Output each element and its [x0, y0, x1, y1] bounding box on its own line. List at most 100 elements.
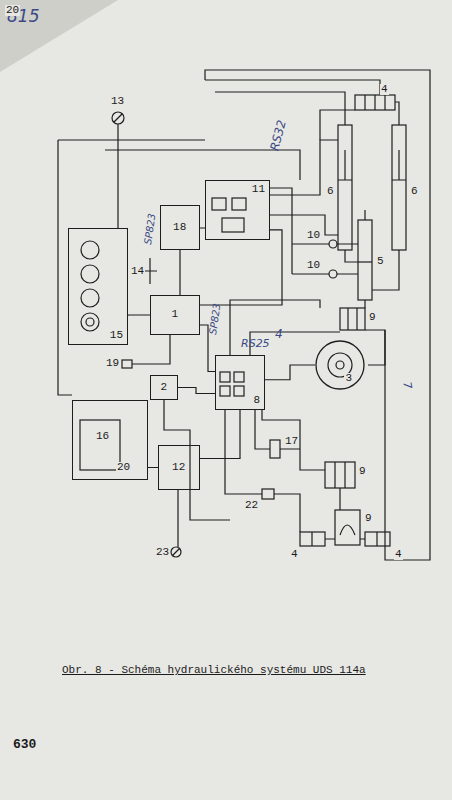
callout-number: 22 [244, 500, 259, 511]
callout-number: 1 [170, 309, 179, 320]
callout-number: 5 [376, 256, 385, 267]
hydraulic-line [265, 365, 315, 380]
component-symbol [329, 240, 337, 248]
pump-box: 18 [160, 205, 200, 250]
hydraulic-line [270, 188, 292, 274]
hydraulic-line [148, 467, 158, 469]
component-symbol [262, 489, 274, 499]
callout-number: 10 [306, 260, 321, 271]
hydraulic-line [177, 490, 178, 547]
hydraulic-line [365, 330, 385, 365]
component-symbol [212, 198, 226, 210]
component-symbol [338, 150, 406, 180]
callout-number: 6 [326, 186, 335, 197]
pump-box: 1 [150, 295, 200, 335]
figure-caption: Obr. 8 - Schéma hydraulického systému UD… [62, 664, 366, 676]
component-symbol [358, 220, 372, 300]
component-symbol [232, 198, 246, 210]
component-symbol [171, 547, 181, 557]
hydraulic-line [255, 410, 300, 449]
component-symbol [81, 313, 99, 331]
callout-number: 8 [252, 395, 261, 406]
callout-number: 20 [5, 5, 20, 16]
hydraulic-line [205, 70, 430, 560]
callout-number: 4 [394, 549, 403, 560]
callout-number: 4 [380, 84, 389, 95]
component-symbol [392, 125, 406, 250]
component-symbol [325, 462, 355, 488]
hydraulic-line [178, 388, 215, 394]
callout-number: 15 [109, 330, 124, 341]
component-symbol [220, 386, 230, 396]
callout-number: 9 [364, 513, 373, 524]
component-symbol [340, 525, 355, 535]
motor-outline [316, 341, 364, 389]
callout-number: 9 [368, 312, 377, 323]
hydraulic-line [205, 80, 380, 125]
callout-number: 3 [344, 373, 353, 384]
hydraulic-line [292, 244, 358, 274]
hydraulic-line [225, 410, 262, 494]
component-symbol [338, 125, 352, 250]
hydraulic-line [58, 140, 205, 395]
callout-number: 18 [172, 222, 187, 233]
motor-outline [315, 340, 365, 390]
hydraulic-line [143, 250, 180, 295]
callout-number: 6 [410, 186, 419, 197]
hydraulic-line [262, 410, 325, 470]
callout-number: 23 [155, 547, 170, 558]
component-symbol [365, 95, 385, 110]
handwritten-note: RS32 [268, 118, 288, 153]
callout-number: 11 [251, 184, 266, 195]
component-symbol [80, 95, 406, 557]
hydraulic-line [395, 102, 399, 125]
valve-block: 11 [205, 180, 270, 240]
component-symbol [348, 308, 357, 330]
hydraulic-line [105, 150, 300, 180]
callout-number: 14 [130, 266, 145, 277]
component-symbol [122, 360, 132, 368]
motor-circle: 3 [315, 340, 365, 390]
hydraulic-line [58, 70, 430, 560]
handwritten-note: SP823 [208, 302, 223, 337]
control-panel: 15 [68, 228, 128, 345]
hydraulic-line [200, 230, 282, 305]
callout-number: 13 [110, 96, 125, 107]
page-number: 630 [12, 738, 37, 751]
component-symbol [270, 440, 280, 458]
callout-number: 12 [171, 462, 186, 473]
hydraulic-line [274, 494, 300, 532]
component-symbol [172, 548, 180, 556]
callout-number: 19 [105, 358, 120, 369]
filter-box: 2 [150, 375, 178, 400]
handwritten-note: SP823 [143, 212, 158, 247]
component-symbol [358, 261, 372, 262]
callout-number: 4 [290, 549, 299, 560]
component-symbol [312, 532, 377, 546]
hydraulic-line [164, 400, 230, 520]
hydraulic-line [132, 335, 170, 364]
accumulator-box: 12 [158, 445, 200, 490]
component-symbol [335, 462, 345, 488]
component-symbol [335, 510, 360, 545]
hydraulic-line [325, 538, 365, 539]
hydraulic-line [117, 124, 118, 228]
hydraulic-line [230, 300, 320, 355]
component-symbol [81, 289, 99, 307]
callout-number: 16 [95, 431, 110, 442]
callout-number: 17 [284, 436, 299, 447]
component-symbol [220, 372, 230, 382]
component-symbol [112, 112, 124, 124]
component-symbol [336, 361, 344, 369]
component-symbol [81, 241, 99, 259]
handwritten-note: 4 [274, 328, 284, 340]
handwritten-note: RS25 [240, 338, 271, 349]
component-symbol [114, 114, 122, 122]
back-sheet [0, 0, 118, 72]
callout-number: 2 [159, 382, 168, 393]
